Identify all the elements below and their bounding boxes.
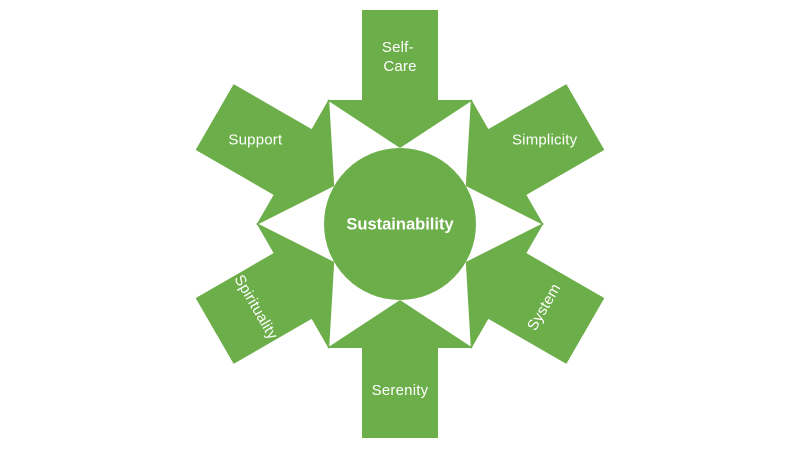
arrow-system[interactable]: System (429, 199, 622, 394)
arrow-serenity[interactable]: Serenity (327, 300, 473, 438)
arrow-spirituality-shape[interactable] (178, 199, 371, 394)
arrow-self-care-label-line-1: Care (383, 58, 416, 75)
arrow-support-label: Support (228, 131, 283, 148)
arrow-simplicity-shape[interactable] (429, 54, 622, 249)
arrow-system-shape[interactable] (429, 199, 622, 394)
arrow-simplicity[interactable]: Simplicity (429, 54, 622, 249)
arrow-self-care-label-line-0: Self- (382, 39, 414, 56)
center-label: Sustainability (346, 215, 454, 233)
arrow-simplicity-label: Simplicity (512, 131, 578, 148)
arrow-serenity-label: Serenity (372, 382, 429, 399)
arrow-spirituality[interactable]: Spirituality (178, 199, 371, 394)
arrow-support-shape[interactable] (178, 54, 371, 249)
arrow-self-care[interactable]: Self- Care (327, 10, 473, 148)
arrow-serenity-shape[interactable] (327, 300, 473, 438)
center-node[interactable]: Sustainability (324, 148, 476, 300)
arrow-self-care-label: Self- Care (382, 39, 418, 75)
center-circle[interactable] (324, 148, 476, 300)
arrow-support[interactable]: Support (178, 54, 371, 249)
arrow-self-care-shape[interactable] (327, 10, 473, 148)
